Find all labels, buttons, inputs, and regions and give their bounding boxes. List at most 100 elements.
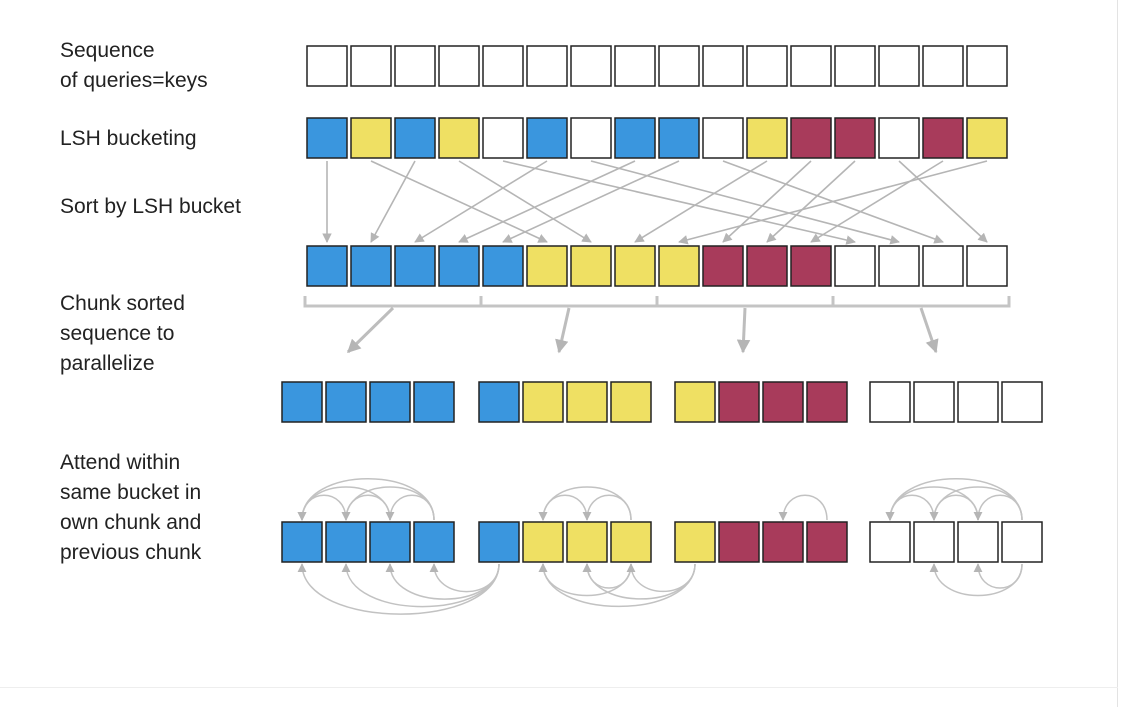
label-sort-by-bucket: Sort by LSH bucket — [60, 195, 241, 218]
lsh-cell — [658, 117, 700, 159]
sort-arrow — [590, 160, 900, 245]
chunk-cell — [806, 381, 848, 423]
sequence-cell — [922, 45, 964, 87]
sort-arrow — [898, 160, 988, 243]
chunk-arrow — [919, 307, 939, 354]
sequence-cell — [438, 45, 480, 87]
sequence-cell — [834, 45, 876, 87]
label-sequence: Sequence of queries=keys — [60, 39, 208, 92]
sorted-cell — [790, 245, 832, 287]
attend-cell — [369, 521, 411, 563]
attend-cell — [325, 521, 367, 563]
lsh-cell — [394, 117, 436, 159]
attend-arc-within — [929, 494, 979, 521]
attend-cell — [413, 521, 455, 563]
sort-arrow — [370, 160, 548, 243]
chunk-arrow — [736, 307, 751, 354]
sorted-cell — [922, 245, 964, 287]
attend-cell — [478, 521, 520, 563]
attend-arc-within — [538, 494, 588, 521]
lsh-cell — [834, 117, 876, 159]
right-border — [1117, 0, 1118, 707]
label-lsh-bucketing: LSH bucketing — [60, 127, 197, 150]
sorted-cell — [658, 245, 700, 287]
sequence-cell — [482, 45, 524, 87]
sorted-cell — [614, 245, 656, 287]
chunk-bracket — [655, 296, 835, 308]
lsh-cell — [570, 117, 612, 159]
sort-arrow — [766, 160, 856, 243]
attend-cell — [718, 521, 760, 563]
chunk-cell — [762, 381, 804, 423]
sequence-cell — [878, 45, 920, 87]
sequence-cell — [702, 45, 744, 87]
chunk-cell — [566, 381, 608, 423]
sequence-cell — [526, 45, 568, 87]
sequence-cell — [394, 45, 436, 87]
sort-arrow — [370, 160, 416, 243]
lsh-cell — [614, 117, 656, 159]
sorted-cell — [878, 245, 920, 287]
attend-arc-within — [973, 494, 1023, 521]
sorted-cell — [834, 245, 876, 287]
chunk-cell — [478, 381, 520, 423]
sequence-cell — [306, 45, 348, 87]
chunk-arrow — [555, 307, 571, 354]
sort-arrow — [502, 160, 680, 243]
attend-cell — [869, 521, 911, 563]
sorted-cell — [306, 245, 348, 287]
attend-cell — [762, 521, 804, 563]
sequence-cell — [614, 45, 656, 87]
attend-arc-previous — [341, 563, 500, 608]
sort-arrow — [678, 160, 988, 245]
attend-cell — [566, 521, 608, 563]
lsh-cell — [438, 117, 480, 159]
sequence-cell — [570, 45, 612, 87]
lsh-cell — [482, 117, 524, 159]
chunk-cell — [369, 381, 411, 423]
sorted-cell — [702, 245, 744, 287]
sorted-cell — [966, 245, 1008, 287]
sequence-cell — [966, 45, 1008, 87]
sort-arrow — [634, 160, 768, 243]
attend-arc-within — [297, 478, 435, 521]
attend-arc-within — [297, 494, 347, 521]
attend-cell — [674, 521, 716, 563]
sort-arrow — [458, 160, 592, 243]
lsh-cell — [878, 117, 920, 159]
attend-cell — [1001, 521, 1043, 563]
attend-cell — [913, 521, 955, 563]
chunk-cell — [1001, 381, 1043, 423]
lsh-cell — [790, 117, 832, 159]
attend-arc-previous — [429, 563, 500, 593]
chunk-cell — [718, 381, 760, 423]
chunk-bracket — [479, 296, 659, 308]
sort-arrow — [810, 160, 944, 243]
label-chunk: Chunk sorted sequence to parallelize — [60, 292, 185, 375]
attend-cell — [522, 521, 564, 563]
attend-cell — [281, 521, 323, 563]
sort-arrow — [502, 160, 856, 245]
sequence-cell — [658, 45, 700, 87]
chunk-cell — [522, 381, 564, 423]
attend-cell — [806, 521, 848, 563]
sorted-cell — [350, 245, 392, 287]
attend-arc-within — [885, 478, 1023, 521]
chunk-cell — [674, 381, 716, 423]
sorted-cell — [394, 245, 436, 287]
chunk-bracket — [831, 296, 1011, 308]
bottom-border — [0, 687, 1118, 688]
sequence-cell — [790, 45, 832, 87]
attend-arc-within — [582, 494, 632, 521]
attend-arc-previous — [973, 563, 1023, 589]
sorted-cell — [438, 245, 480, 287]
attend-arc-within — [885, 494, 935, 521]
lsh-cell — [526, 117, 568, 159]
sequence-cell — [746, 45, 788, 87]
attend-cell — [610, 521, 652, 563]
attend-arc-previous — [582, 563, 632, 589]
chunk-bracket — [303, 296, 483, 308]
sort-arrow — [414, 160, 548, 243]
attend-arc-within — [341, 494, 391, 521]
